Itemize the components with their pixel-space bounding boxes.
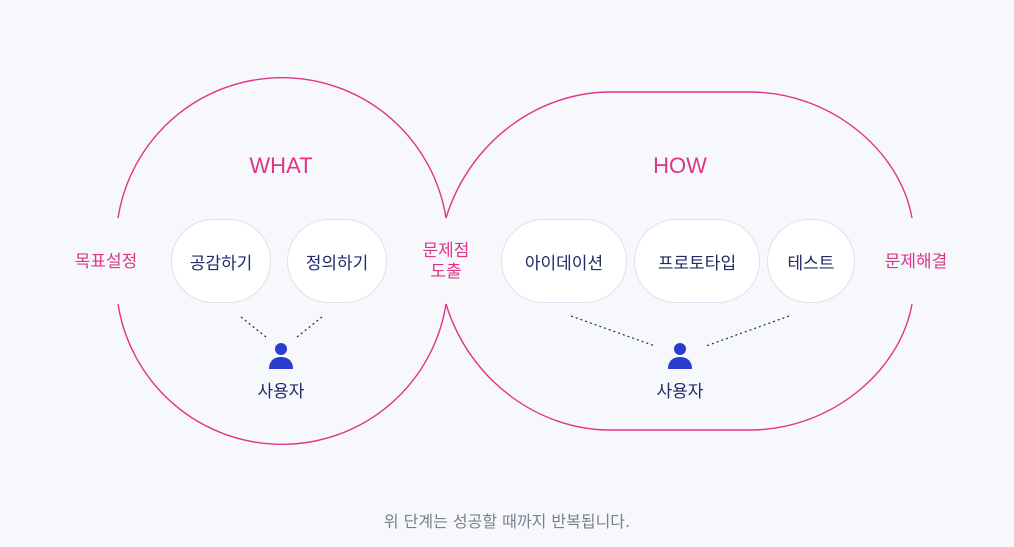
connector-line — [296, 316, 323, 338]
how-user-label: 사용자 — [656, 382, 704, 402]
problem-solving-label: 문제해결 — [884, 252, 948, 272]
step-define: 정의하기 — [287, 219, 387, 303]
how-heading: HOW — [653, 153, 707, 178]
what-user: 사용자 — [241, 340, 321, 402]
step-prototype: 프로토타입 — [634, 219, 760, 303]
goal-setting-label: 목표설정 — [74, 252, 138, 272]
problem-derivation-line1: 문제점 — [422, 241, 470, 261]
what-lobe-lower-arc — [117, 303, 447, 446]
person-icon — [668, 343, 692, 369]
how-lobe-upper-arc — [445, 91, 913, 219]
repeat-footnote: 위 단계는 성공할 때까지 반복됩니다. — [383, 512, 631, 531]
how-user: 사용자 — [640, 340, 720, 402]
person-icon — [269, 343, 293, 369]
what-heading: WHAT — [249, 153, 313, 178]
problem-derivation-label: 문제점 도출 — [406, 241, 486, 283]
step-empathize: 공감하기 — [171, 219, 271, 303]
what-lobe-upper-arc — [117, 76, 447, 219]
how-lobe-lower-arc — [445, 303, 913, 431]
connector-line — [240, 316, 267, 338]
step-ideation: 아이데이션 — [501, 219, 627, 303]
what-user-label: 사용자 — [257, 382, 305, 402]
step-test: 테스트 — [767, 219, 855, 303]
problem-derivation-line2: 도출 — [430, 262, 462, 282]
